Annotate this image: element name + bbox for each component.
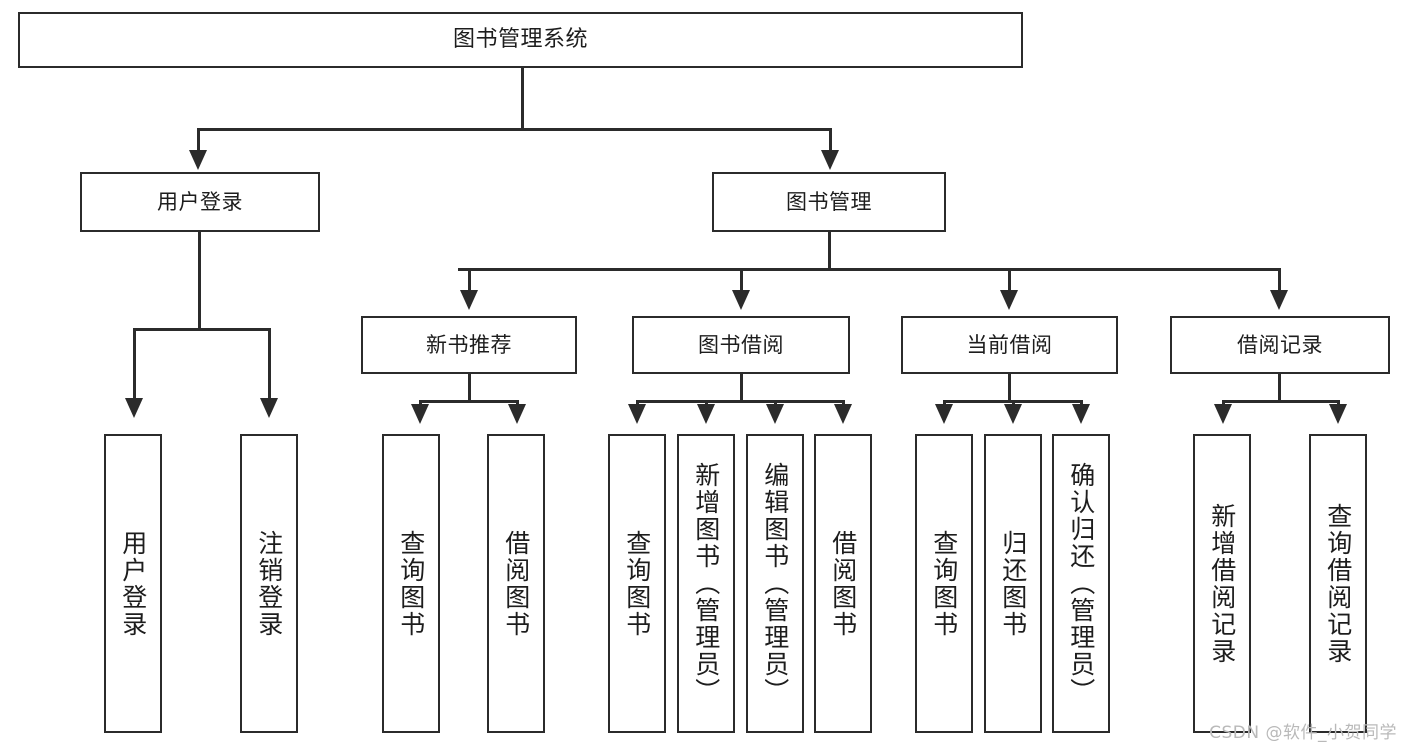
connector-drop-book-manage — [829, 128, 832, 152]
node-borrow-record[interactable]: 借阅记录 — [1170, 316, 1390, 374]
node-root-system[interactable]: 图书管理系统 — [18, 12, 1023, 68]
connector-newbook-stem — [468, 374, 471, 402]
connector-drop-bookborrow-1 — [636, 400, 639, 406]
arrowhead-new-book — [460, 290, 478, 310]
connector-root-bus — [197, 128, 830, 131]
node-label: 借阅记录 — [1237, 332, 1323, 357]
arrowhead-book-borrow — [732, 290, 750, 310]
leaf-currentborrow-query-book[interactable]: 查询图书 — [915, 434, 973, 733]
arrowhead-bookborrow-3 — [766, 404, 784, 424]
node-label: 查询图书 — [929, 529, 959, 638]
arrowhead-newbook-1 — [411, 404, 429, 424]
leaf-bookborrow-query-book[interactable]: 查询图书 — [608, 434, 666, 733]
arrowhead-borrowrecord-1 — [1214, 404, 1232, 424]
leaf-user-login[interactable]: 用户登录 — [104, 434, 162, 733]
arrowhead-newbook-2 — [508, 404, 526, 424]
node-label: 用户登录 — [118, 529, 148, 638]
arrowhead-currentborrow-1 — [935, 404, 953, 424]
connector-drop-currentborrow-2 — [1012, 400, 1015, 406]
connector-drop-bookborrow-4 — [842, 400, 845, 406]
node-label: 查询图书 — [396, 529, 426, 638]
arrowhead-bookborrow-1 — [628, 404, 646, 424]
arrowhead-leaf-logout — [260, 398, 278, 418]
node-book-management[interactable]: 图书管理 — [712, 172, 946, 232]
node-label: 图书借阅 — [698, 332, 784, 357]
connector-borrowrecord-bus — [1222, 400, 1339, 403]
node-label: 借阅图书 — [828, 529, 858, 638]
node-label: 编辑图书（管理员） — [760, 462, 790, 705]
arrowhead-borrowrecord-2 — [1329, 404, 1347, 424]
connector-drop-leaf-logout — [268, 328, 271, 400]
node-book-borrow[interactable]: 图书借阅 — [632, 316, 850, 374]
node-label: 当前借阅 — [966, 332, 1053, 357]
leaf-borrowrecord-query-record[interactable]: 查询借阅记录 — [1309, 434, 1367, 733]
node-label: 图书管理系统 — [452, 27, 588, 53]
connector-drop-borrow-record — [1278, 268, 1281, 292]
node-current-borrow[interactable]: 当前借阅 — [901, 316, 1118, 374]
node-user-login[interactable]: 用户登录 — [80, 172, 320, 232]
connector-drop-book-borrow — [740, 268, 743, 292]
arrowhead-currentborrow-3 — [1072, 404, 1090, 424]
connector-bookmanage-stem — [828, 232, 831, 270]
node-label: 新增图书（管理员） — [691, 462, 721, 705]
connector-drop-newbook-2 — [516, 400, 519, 406]
connector-drop-new-book — [468, 268, 471, 292]
leaf-borrowrecord-add-record[interactable]: 新增借阅记录 — [1193, 434, 1251, 733]
arrowhead-currentborrow-2 — [1004, 404, 1022, 424]
connector-bookborrow-stem — [740, 374, 743, 402]
connector-drop-currentborrow-3 — [1080, 400, 1083, 406]
connector-drop-bookborrow-2 — [705, 400, 708, 406]
connector-userlogin-stem — [198, 232, 201, 330]
leaf-newbook-query-book[interactable]: 查询图书 — [382, 434, 440, 733]
arrowhead-bookborrow-4 — [834, 404, 852, 424]
leaf-currentborrow-return-book[interactable]: 归还图书 — [984, 434, 1042, 733]
connector-bookborrow-bus — [636, 400, 844, 403]
arrowhead-leaf-user-login — [125, 398, 143, 418]
leaf-bookborrow-edit-book[interactable]: 编辑图书（管理员） — [746, 434, 804, 733]
node-label: 归还图书 — [998, 529, 1028, 638]
leaf-bookborrow-add-book[interactable]: 新增图书（管理员） — [677, 434, 735, 733]
arrowhead-borrow-record — [1270, 290, 1288, 310]
connector-drop-user-login — [197, 128, 200, 152]
connector-drop-borrowrecord-2 — [1337, 400, 1340, 406]
connector-bookmanage-bus — [458, 268, 1280, 271]
node-label: 确认归还（管理员） — [1066, 462, 1096, 705]
leaf-logout[interactable]: 注销登录 — [240, 434, 298, 733]
connector-drop-currentborrow-1 — [943, 400, 946, 406]
node-label: 查询借阅记录 — [1323, 502, 1353, 665]
node-label: 新书推荐 — [426, 332, 512, 357]
arrowhead-current-borrow — [1000, 290, 1018, 310]
arrowhead-book-manage — [821, 150, 839, 170]
arrowhead-bookborrow-2 — [697, 404, 715, 424]
connector-newbook-bus — [419, 400, 518, 403]
node-label: 注销登录 — [254, 529, 284, 638]
leaf-bookborrow-borrow-book[interactable]: 借阅图书 — [814, 434, 872, 733]
connector-userlogin-bus — [133, 328, 270, 331]
connector-drop-borrowrecord-1 — [1222, 400, 1225, 406]
node-label: 图书管理 — [786, 189, 872, 214]
connector-root-stem — [521, 68, 524, 130]
node-label: 借阅图书 — [501, 529, 531, 638]
leaf-currentborrow-confirm-return[interactable]: 确认归还（管理员） — [1052, 434, 1110, 733]
connector-drop-bookborrow-3 — [774, 400, 777, 406]
node-label: 用户登录 — [157, 189, 243, 214]
node-label: 查询图书 — [622, 529, 652, 638]
node-new-book-recommend[interactable]: 新书推荐 — [361, 316, 577, 374]
arrowhead-user-login — [189, 150, 207, 170]
node-label: 新增借阅记录 — [1207, 502, 1237, 665]
connector-drop-current-borrow — [1008, 268, 1011, 292]
connector-drop-newbook-1 — [419, 400, 422, 406]
leaf-newbook-borrow-book[interactable]: 借阅图书 — [487, 434, 545, 733]
connector-currentborrow-stem — [1008, 374, 1011, 402]
connector-borrowrecord-stem — [1278, 374, 1281, 402]
connector-drop-leaf-user-login — [133, 328, 136, 400]
